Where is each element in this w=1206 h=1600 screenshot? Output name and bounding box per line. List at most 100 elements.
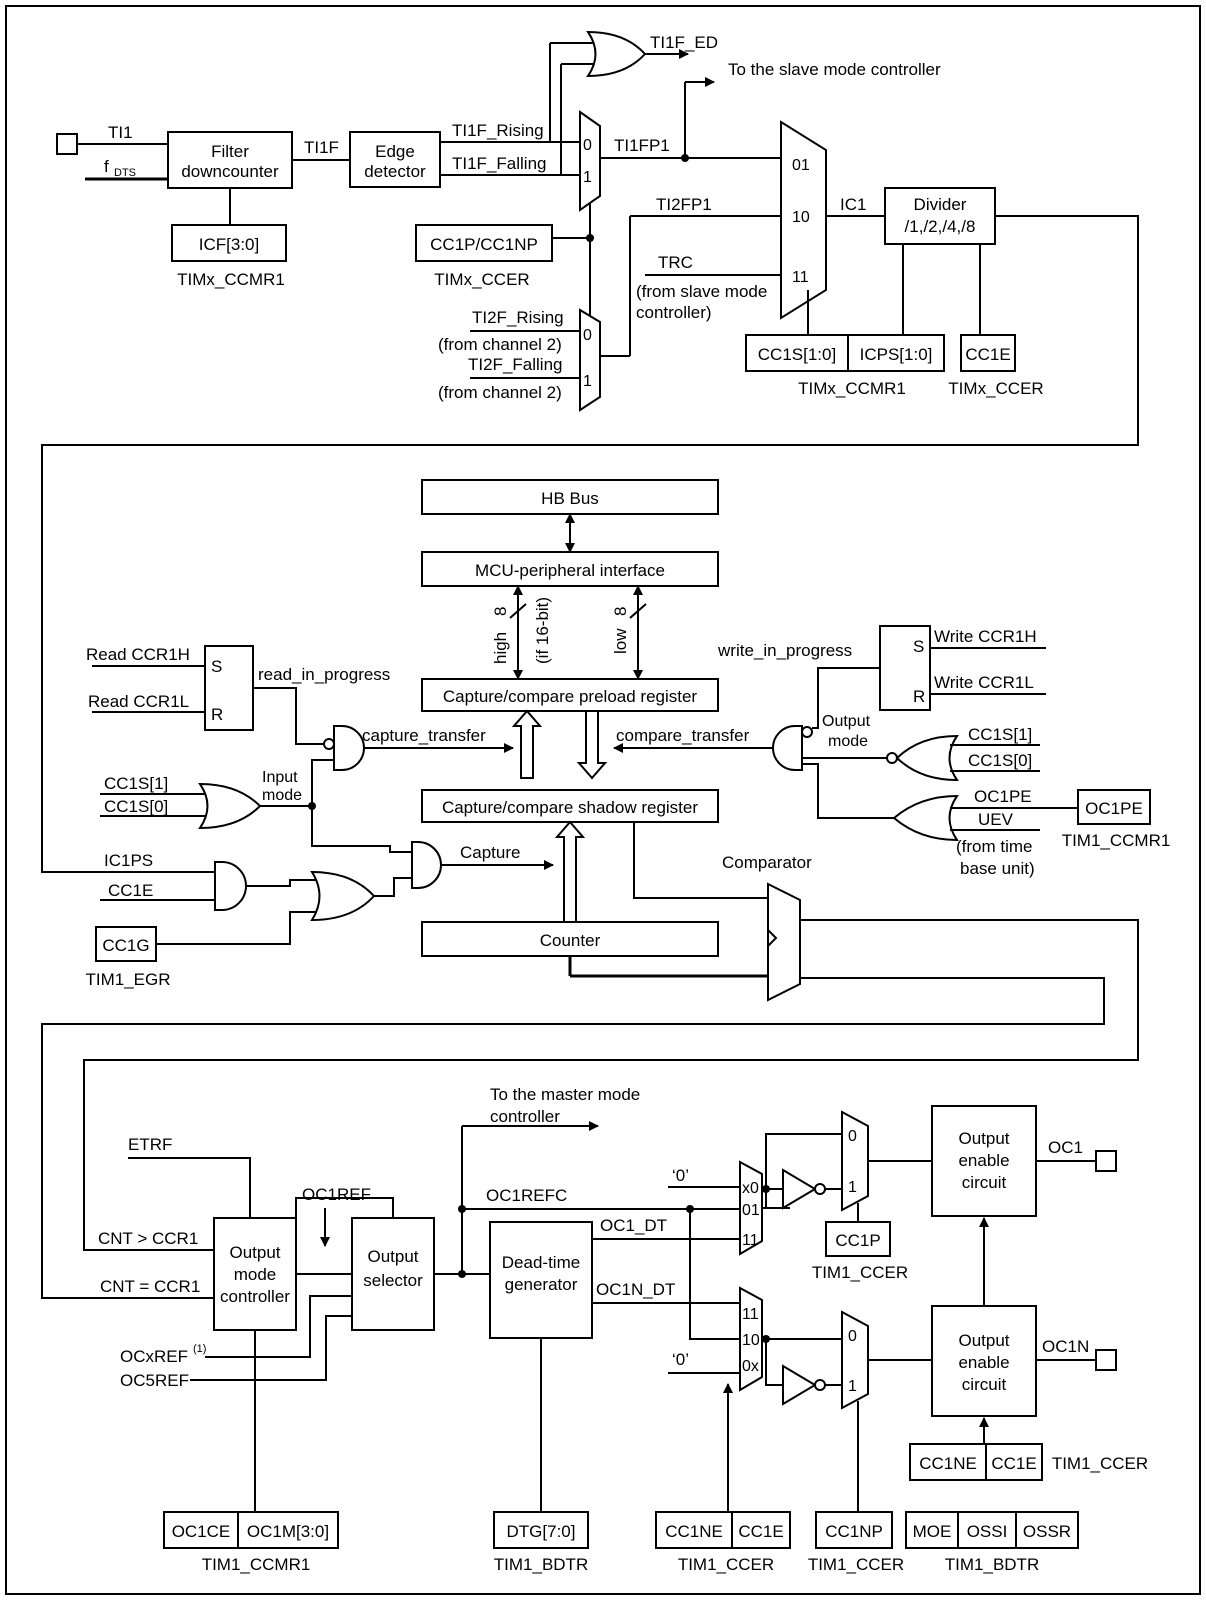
oc1refc-label: OC1REFC	[486, 1186, 567, 1205]
oc1pe-signal-label: OC1PE	[974, 787, 1032, 806]
ossr-register-box	[1015, 1511, 1079, 1549]
divider-block	[884, 187, 996, 245]
from-time-label-2: base unit)	[960, 859, 1035, 878]
capture-transfer-label: capture_transfer	[362, 726, 486, 745]
ti2fp1-label: TI2FP1	[656, 195, 712, 214]
oe2-label-2: enable	[958, 1353, 1009, 1372]
oc1pe-or-gate	[892, 794, 959, 842]
counter-to-shadow-arrow	[554, 820, 586, 923]
cc1s0-label-right: CC1S[0]	[968, 751, 1032, 770]
downcounter-label: downcounter	[181, 162, 279, 181]
cc1p-cc1np-register-box	[415, 224, 553, 262]
detector-label: detector	[364, 162, 426, 181]
hb-bus-block	[421, 479, 719, 515]
ti1-mux-in1: 1	[583, 169, 592, 186]
uev-label: UEV	[978, 810, 1014, 829]
oc1-inverter	[782, 1168, 817, 1210]
output-selector-block	[351, 1217, 435, 1331]
ocxref-label: OCxREF	[120, 1347, 188, 1366]
cnt-gt-label: CNT > CCR1	[98, 1229, 198, 1248]
ti2-mux-in1: 1	[583, 373, 592, 390]
ic1ps-label: IC1PS	[104, 851, 153, 870]
cc1e-box-label-2: CC1E	[991, 1454, 1036, 1473]
from-ch2-label-1: (from channel 2)	[438, 335, 562, 354]
read-latch-s: S	[211, 657, 222, 676]
cc1np-box-label: CC1NP	[825, 1522, 883, 1541]
icps-register-box	[847, 334, 945, 372]
input-stage: TI1 f DTS Filter downcounter ICF[3:0] TI…	[41, 30, 1139, 873]
write-latch-r: R	[913, 687, 925, 706]
to-slave-label: To the slave mode controller	[728, 60, 941, 79]
oc1-pin	[1095, 1150, 1117, 1172]
output-stage: ETRF Output mode controller CNT > CCR1 C…	[98, 1085, 1148, 1574]
oe2-label-3: circuit	[962, 1375, 1007, 1394]
tim1-ccer-label-2: TIM1_CCER	[1052, 1454, 1148, 1473]
oc1n-output-enable-block	[931, 1305, 1037, 1417]
cc1g-label: CC1G	[102, 936, 149, 955]
oc1n-pol-in0: 0	[848, 1328, 857, 1345]
timx-ccer-label-2: TIMx_CCER	[948, 379, 1043, 398]
oc1ref-label: OC1REF	[302, 1185, 371, 1204]
read-latch-r: R	[211, 705, 223, 724]
cc1e-register-box-3	[731, 1511, 791, 1549]
moe-label: MOE	[913, 1522, 952, 1541]
low-label: low	[611, 628, 630, 654]
cc1ne-register-box-2	[655, 1511, 733, 1549]
mcu-interface-label: MCU-peripheral interface	[475, 561, 665, 580]
ic1-mux-sel11: 11	[792, 269, 809, 286]
cc1s-label: CC1S[1:0]	[758, 345, 836, 364]
oc1n-polarity-mux	[841, 1310, 869, 1410]
cc1ne-box-label-2: CC1NE	[665, 1522, 723, 1541]
upper-mux-sel01: 01	[742, 1202, 760, 1219]
fdts-sub-label: DTS	[114, 167, 136, 179]
zero-label-upper: ‘0’	[672, 1166, 689, 1185]
output-mode-label-2: mode	[828, 733, 868, 750]
lower-mux-sel11: 11	[742, 1306, 759, 1323]
ti1f-falling-label: TI1F_Falling	[452, 154, 546, 173]
ti1f-ed-or-gate	[586, 30, 647, 78]
oc1ce-label: OC1CE	[172, 1522, 231, 1541]
oc1n-inverter	[782, 1364, 817, 1406]
oc1-output-enable-block	[931, 1105, 1037, 1217]
upper-mux-sel11: 11	[742, 1232, 759, 1249]
oc1n-inverter-bubble	[814, 1379, 826, 1391]
mcu-interface-block	[421, 551, 719, 587]
oc1n-pol-in1: 1	[848, 1378, 857, 1395]
ossr-label: OSSR	[1023, 1522, 1071, 1541]
omc-label-2: mode	[234, 1265, 277, 1284]
omc-label-1: Output	[229, 1243, 280, 1262]
input-mode-label-1: Input	[262, 769, 298, 786]
ti1-pin	[56, 133, 78, 155]
ti1-label: TI1	[108, 123, 133, 142]
trc-label: TRC	[658, 253, 693, 272]
oc1n-select-mux	[739, 1286, 763, 1392]
lower-mux-sel10: 10	[742, 1332, 760, 1349]
to-master-label-1: To the master mode	[490, 1085, 640, 1104]
cc1p-register-box	[825, 1221, 891, 1257]
osel-label-2: selector	[363, 1271, 423, 1290]
moe-register-box	[905, 1511, 959, 1549]
cc1e-register-box-2	[985, 1443, 1043, 1481]
capture-compare-core: HB Bus MCU-peripheral interface high 8 (…	[41, 479, 1170, 1299]
ti2f-falling-label: TI2F_Falling	[468, 355, 562, 374]
output-mode-nor-gate	[895, 734, 959, 782]
tim1-bdtr-label-1: TIM1_BDTR	[494, 1555, 588, 1574]
tim1-egr-label: TIM1_EGR	[85, 970, 170, 989]
timx-ccmr1-label-2: TIMx_CCMR1	[798, 379, 906, 398]
read-sr-latch	[204, 645, 254, 731]
compare-transfer-and-gate	[772, 725, 803, 771]
tim1-ccer-label-3: TIM1_CCER	[678, 1555, 774, 1574]
oc1-pol-in0: 0	[848, 1128, 857, 1145]
from-slave-label-2: controller)	[636, 303, 712, 322]
omc-label-3: controller	[220, 1287, 290, 1306]
oc1pe-box-label: OC1PE	[1085, 799, 1143, 818]
oe1-label-2: enable	[958, 1151, 1009, 1170]
oc1n-pin	[1095, 1349, 1117, 1371]
ti1fp1-mux	[579, 110, 601, 212]
write-ccr1h-label: Write CCR1H	[934, 627, 1037, 646]
ic1-label: IC1	[840, 195, 866, 214]
shadow-register-label: Capture/compare shadow register	[442, 798, 698, 817]
ti1f-ed-label: TI1F_ED	[650, 33, 718, 52]
cnt-eq-label: CNT = CCR1	[100, 1277, 200, 1296]
